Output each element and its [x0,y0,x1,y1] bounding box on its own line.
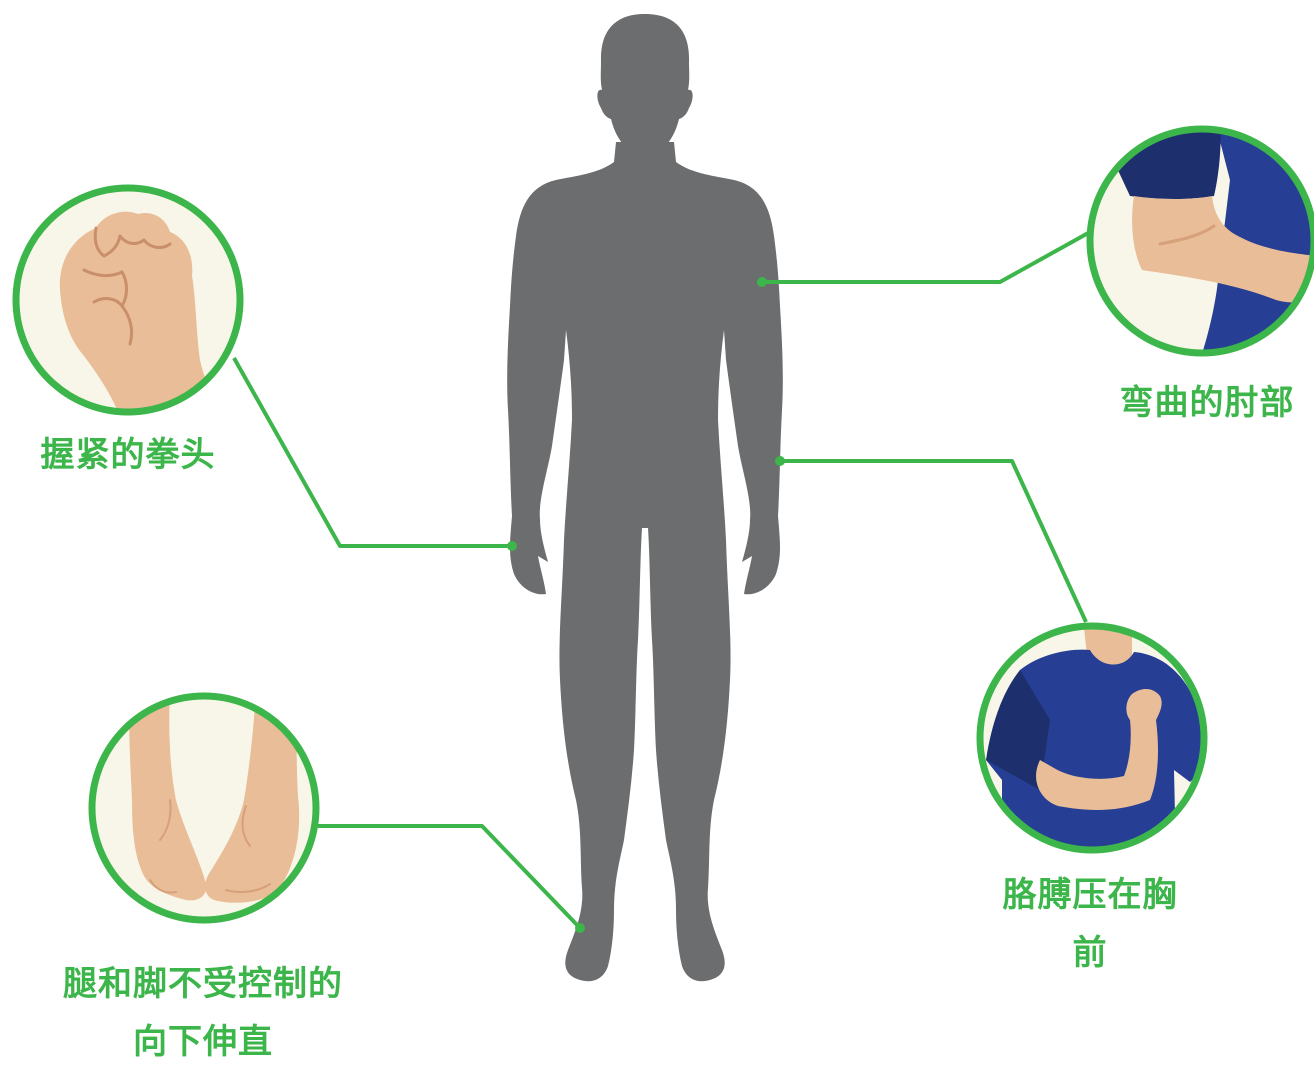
label-clenched-fist: 握紧的拳头 [18,426,238,484]
label-arm-pressed-to-chest: 胳膊压在胸 前 [980,866,1200,982]
bent-elbow-icon [1090,110,1314,360]
clenched-fist-icon [16,188,240,416]
label-clenched-fist-text: 握紧的拳头 [18,426,238,484]
anchor-dot-wrist [507,541,517,551]
label-bent-elbow: 弯曲的肘部 [1100,374,1314,432]
label-arm-chest-line1: 胳膊压在胸 [980,866,1200,924]
human-silhouette [507,14,783,981]
connector-elbow [762,232,1090,282]
anchor-dot-upper-arm [757,277,767,287]
label-bent-elbow-text: 弯曲的肘部 [1100,374,1314,432]
arm-pressed-to-chest-icon [980,610,1214,860]
connector-arm-chest [780,461,1086,622]
label-arm-chest-line2: 前 [980,924,1200,982]
label-legs-extended: 腿和脚不受控制的 向下伸直 [30,955,376,1071]
label-legs-line2: 向下伸直 [30,1013,376,1071]
feet-pointed-down-icon [92,690,316,920]
connector-legs [318,826,580,928]
anchor-dot-forearm [775,456,785,466]
anchor-dot-ankle [575,923,585,933]
connector-fist [234,358,512,546]
label-legs-line1: 腿和脚不受控制的 [30,955,376,1013]
